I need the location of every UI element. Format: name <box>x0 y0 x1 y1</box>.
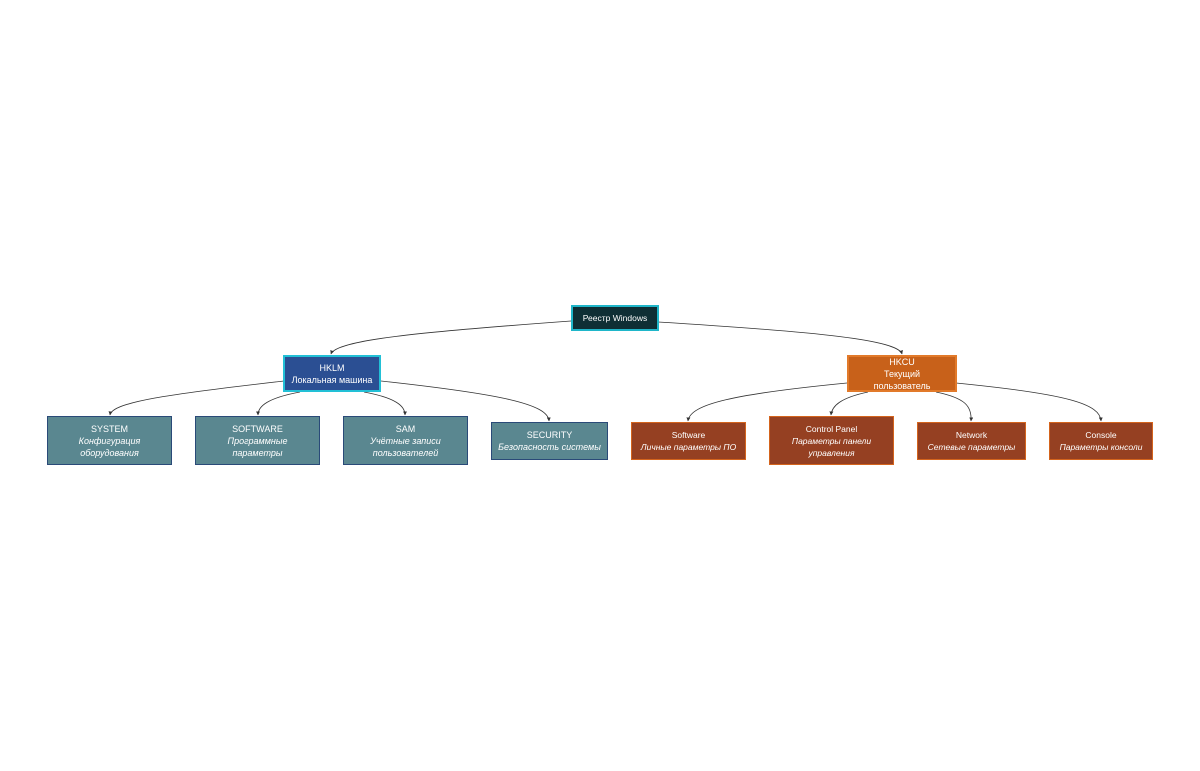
node-software-lm-desc-2: параметры <box>232 447 283 458</box>
node-sam-desc-2: пользователей <box>372 447 439 458</box>
node-control-panel: Control Panel Параметры панели управлени… <box>769 416 894 465</box>
root-node: Реестр Windows <box>571 305 659 331</box>
edge-hklm-security <box>380 380 551 422</box>
node-system: SYSTEM Конфигурация оборудования <box>47 416 172 465</box>
node-security-title: SECURITY <box>526 430 573 440</box>
node-network-desc: Сетевые параметры <box>927 442 1016 452</box>
edge-hklm-system <box>108 380 285 416</box>
node-security-desc: Безопасность системы <box>498 442 601 452</box>
node-control-panel-desc-2: управления <box>808 447 855 458</box>
node-sam-title: SAM <box>395 423 416 434</box>
edge-root-hkcu <box>657 321 903 355</box>
node-security: SECURITY Безопасность системы <box>491 422 608 460</box>
node-control-panel-title: Control Panel <box>805 423 858 434</box>
edge-root-hklm <box>330 320 572 355</box>
hklm-subtitle: Локальная машина <box>291 374 373 385</box>
node-system-desc-2: оборудования <box>80 447 139 458</box>
edge-hkcu-network <box>935 391 974 422</box>
edge-hkcu-control-panel <box>829 391 869 416</box>
node-sam-desc-1: Учётные записи <box>370 435 441 446</box>
edge-hkcu-console <box>955 382 1103 422</box>
hklm-title: HKLM <box>319 362 345 373</box>
node-network: Network Сетевые параметры <box>917 422 1026 460</box>
node-console: Console Параметры консоли <box>1049 422 1153 460</box>
node-network-title: Network <box>955 430 988 440</box>
hkcu-node: HKCU Текущий пользователь <box>847 355 957 392</box>
node-software-cu-title: Software <box>671 430 706 440</box>
edge-hklm-sam <box>363 391 407 416</box>
node-console-desc: Параметры консоли <box>1059 442 1143 452</box>
node-console-title: Console <box>1085 430 1117 440</box>
node-software-lm-title: SOFTWARE <box>232 423 283 434</box>
node-software-cu: Software Личные параметры ПО <box>631 422 746 460</box>
node-sam: SAM Учётные записи пользователей <box>343 416 468 465</box>
node-software-cu-desc: Личные параметры ПО <box>640 442 737 452</box>
hkcu-subtitle: Текущий пользователь <box>873 368 931 391</box>
hkcu-title: HKCU <box>889 356 915 367</box>
node-system-title: SYSTEM <box>90 423 128 434</box>
node-software-lm: SOFTWARE Программные параметры <box>195 416 320 465</box>
root-title: Реестр Windows <box>582 313 648 323</box>
hklm-node: HKLM Локальная машина <box>283 355 381 392</box>
node-system-desc-1: Конфигурация <box>78 435 141 446</box>
edge-hklm-software <box>256 391 301 416</box>
node-control-panel-desc-1: Параметры панели <box>791 435 872 446</box>
node-software-lm-desc-1: Программные <box>227 435 288 446</box>
